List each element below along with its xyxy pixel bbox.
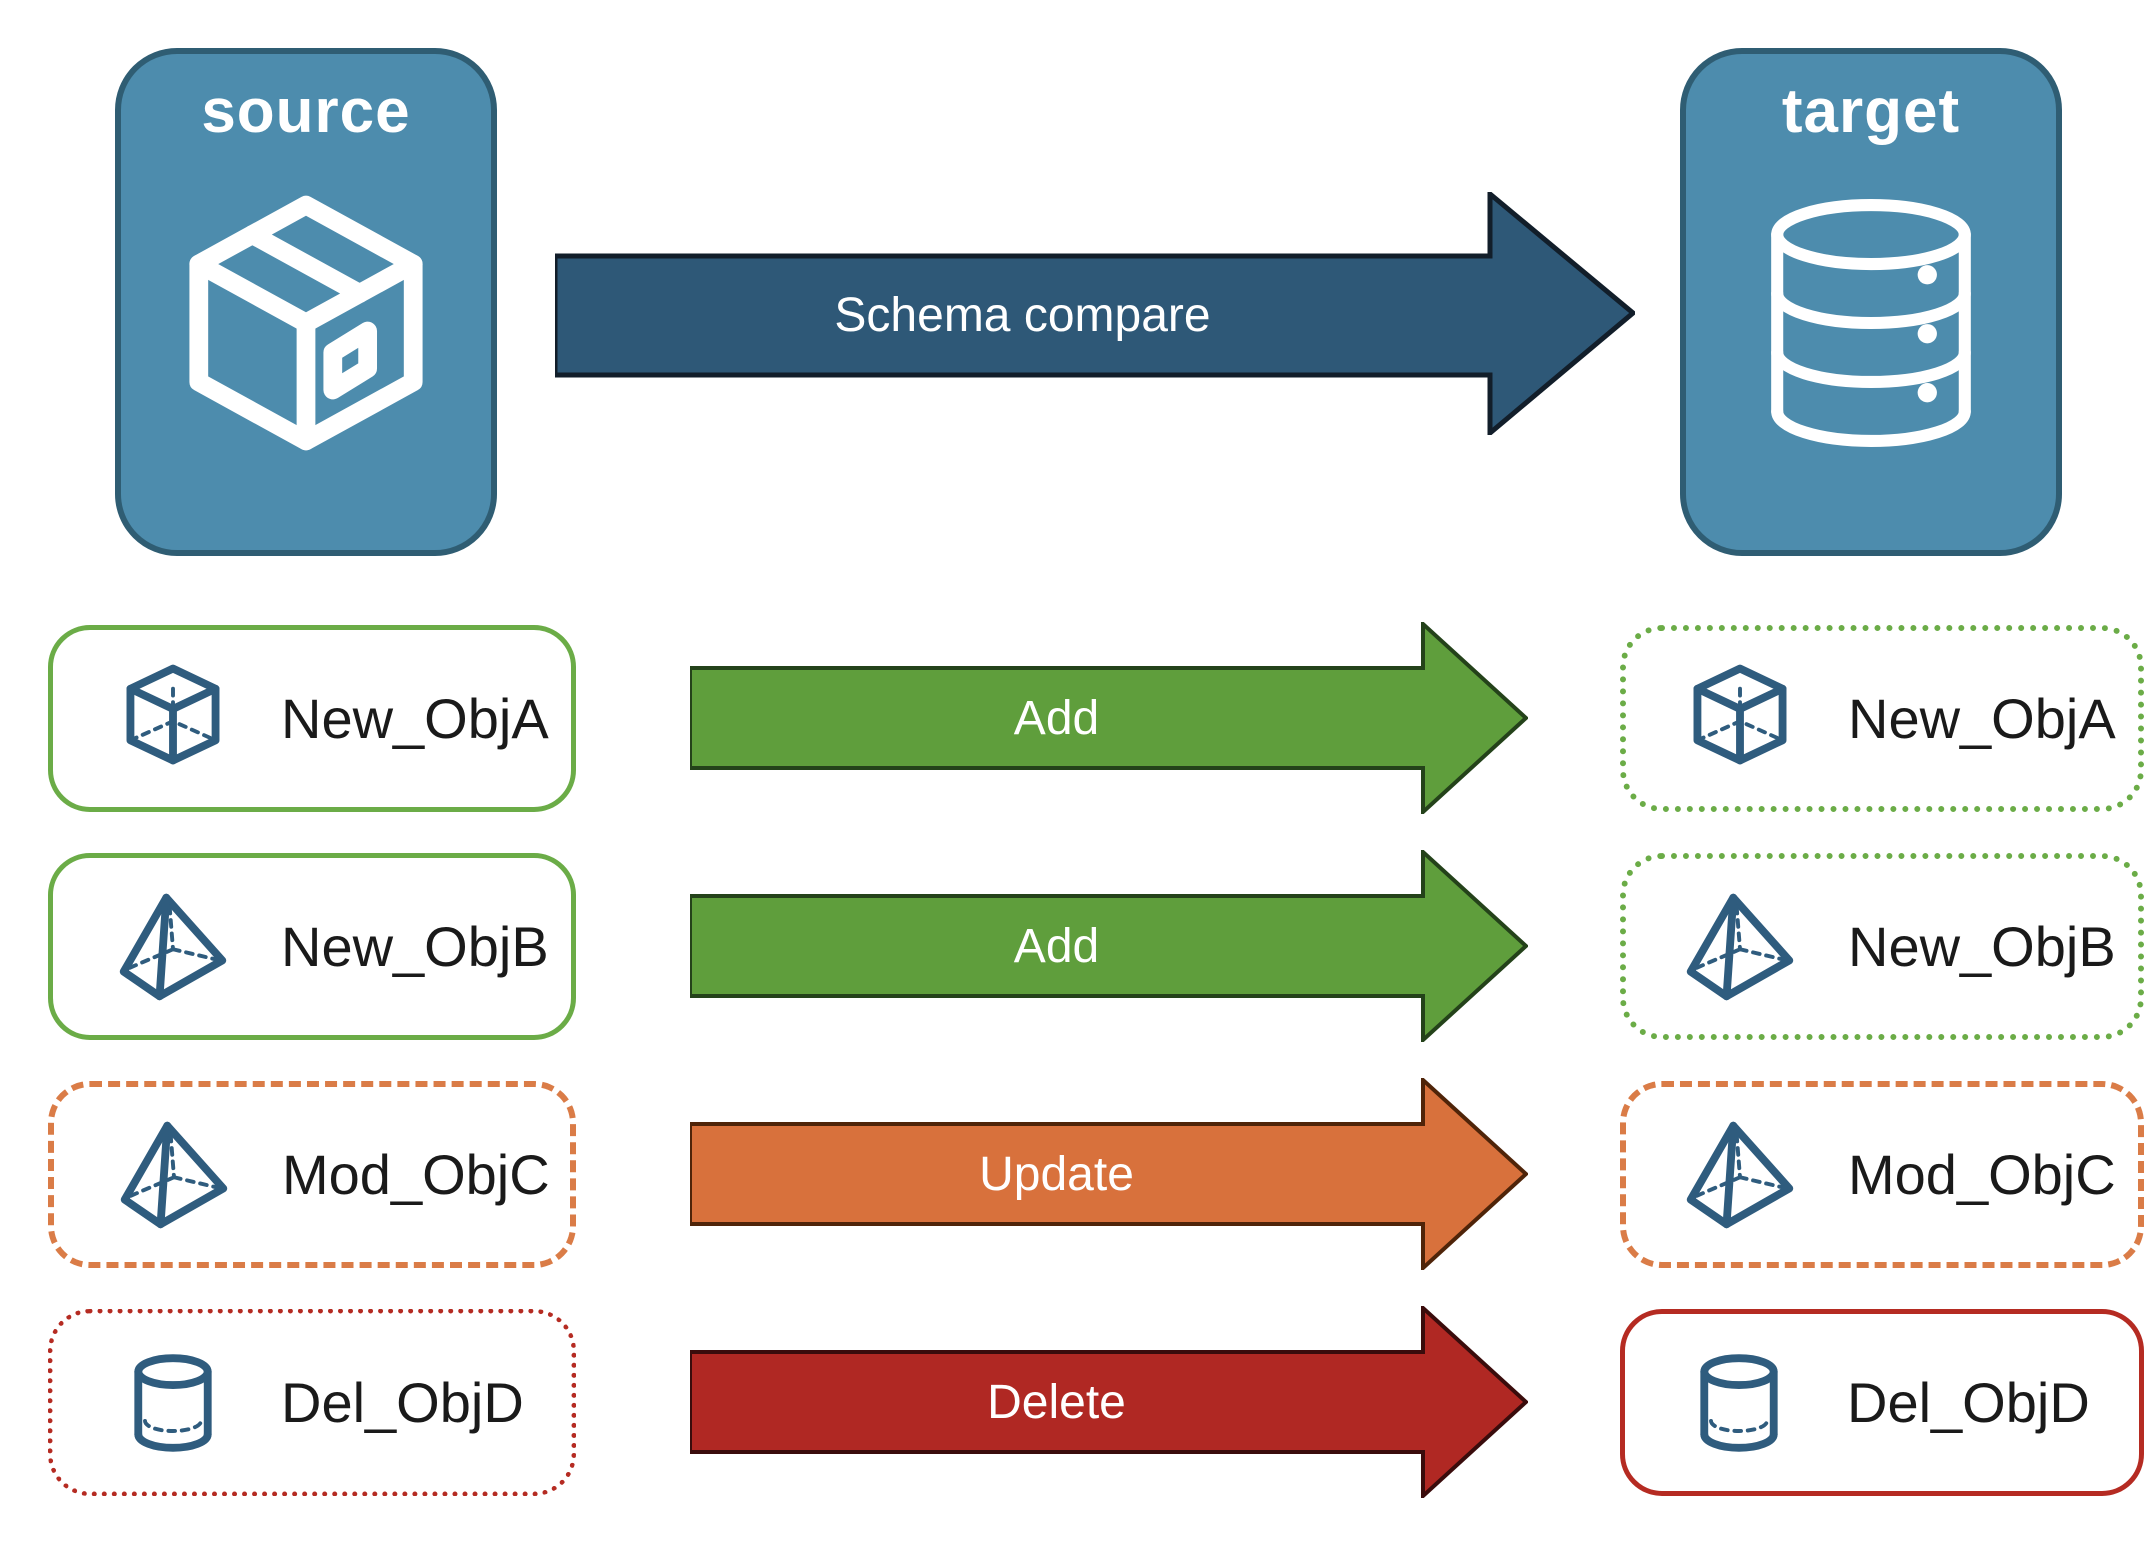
source-node-label: source <box>201 77 411 146</box>
schema-compare-arrow-label: Schema compare <box>834 289 1211 342</box>
add-arrow-shape <box>690 622 1528 814</box>
update-arrow-row3: Update <box>690 1078 1528 1270</box>
target-object-box-row4: Del_ObjD <box>1620 1309 2144 1496</box>
pyramid-icon <box>1686 893 1794 1000</box>
target-object-box-row1: New_ObjA <box>1620 625 2144 812</box>
source-node: source <box>115 48 497 556</box>
add-arrow-label: Add <box>1013 691 1100 745</box>
source-object-box-row3: Mod_ObjC <box>48 1081 576 1268</box>
delete-arrow-shape <box>690 1306 1528 1498</box>
pyramid-icon <box>120 1121 228 1228</box>
schema-compare-arrow: Schema compare <box>555 192 1635 435</box>
object-label: Mod_ObjC <box>282 1143 550 1206</box>
pyramid-icon <box>1686 1121 1794 1228</box>
delete-arrow-label: Delete <box>987 1375 1126 1429</box>
source-object-box-row4: Del_ObjD <box>48 1309 576 1496</box>
update-arrow-label: Update <box>979 1147 1134 1201</box>
add-arrow-row2: Add <box>690 850 1528 1042</box>
add-arrow-shape <box>690 850 1528 1042</box>
object-label: Del_ObjD <box>281 1371 524 1434</box>
cylinder-icon <box>1700 1353 1778 1452</box>
object-label: Mod_ObjC <box>1848 1143 2116 1206</box>
schema-compare-arrow-shape <box>555 192 1635 435</box>
source-object-box-row2: New_ObjB <box>48 853 576 1040</box>
cube-icon <box>126 664 220 764</box>
object-label: New_ObjA <box>1848 687 2116 750</box>
object-label: Del_ObjD <box>1847 1371 2090 1434</box>
package-box-icon <box>189 195 423 451</box>
add-arrow-row1: Add <box>690 622 1528 814</box>
object-label: New_ObjA <box>281 687 549 750</box>
database-icon <box>1771 199 1971 447</box>
target-object-box-row2: New_ObjB <box>1620 853 2144 1040</box>
object-label: New_ObjB <box>1848 915 2116 978</box>
target-object-box-row3: Mod_ObjC <box>1620 1081 2144 1268</box>
target-node: target <box>1680 48 2062 556</box>
add-arrow-label: Add <box>1013 919 1100 973</box>
target-node-label: target <box>1781 77 1961 146</box>
cylinder-icon <box>134 1353 212 1452</box>
delete-arrow-row4: Delete <box>690 1306 1528 1498</box>
pyramid-icon <box>119 893 227 1000</box>
cube-icon <box>1693 664 1787 764</box>
source-object-box-row1: New_ObjA <box>48 625 576 812</box>
object-label: New_ObjB <box>281 915 549 978</box>
update-arrow-shape <box>690 1078 1528 1270</box>
